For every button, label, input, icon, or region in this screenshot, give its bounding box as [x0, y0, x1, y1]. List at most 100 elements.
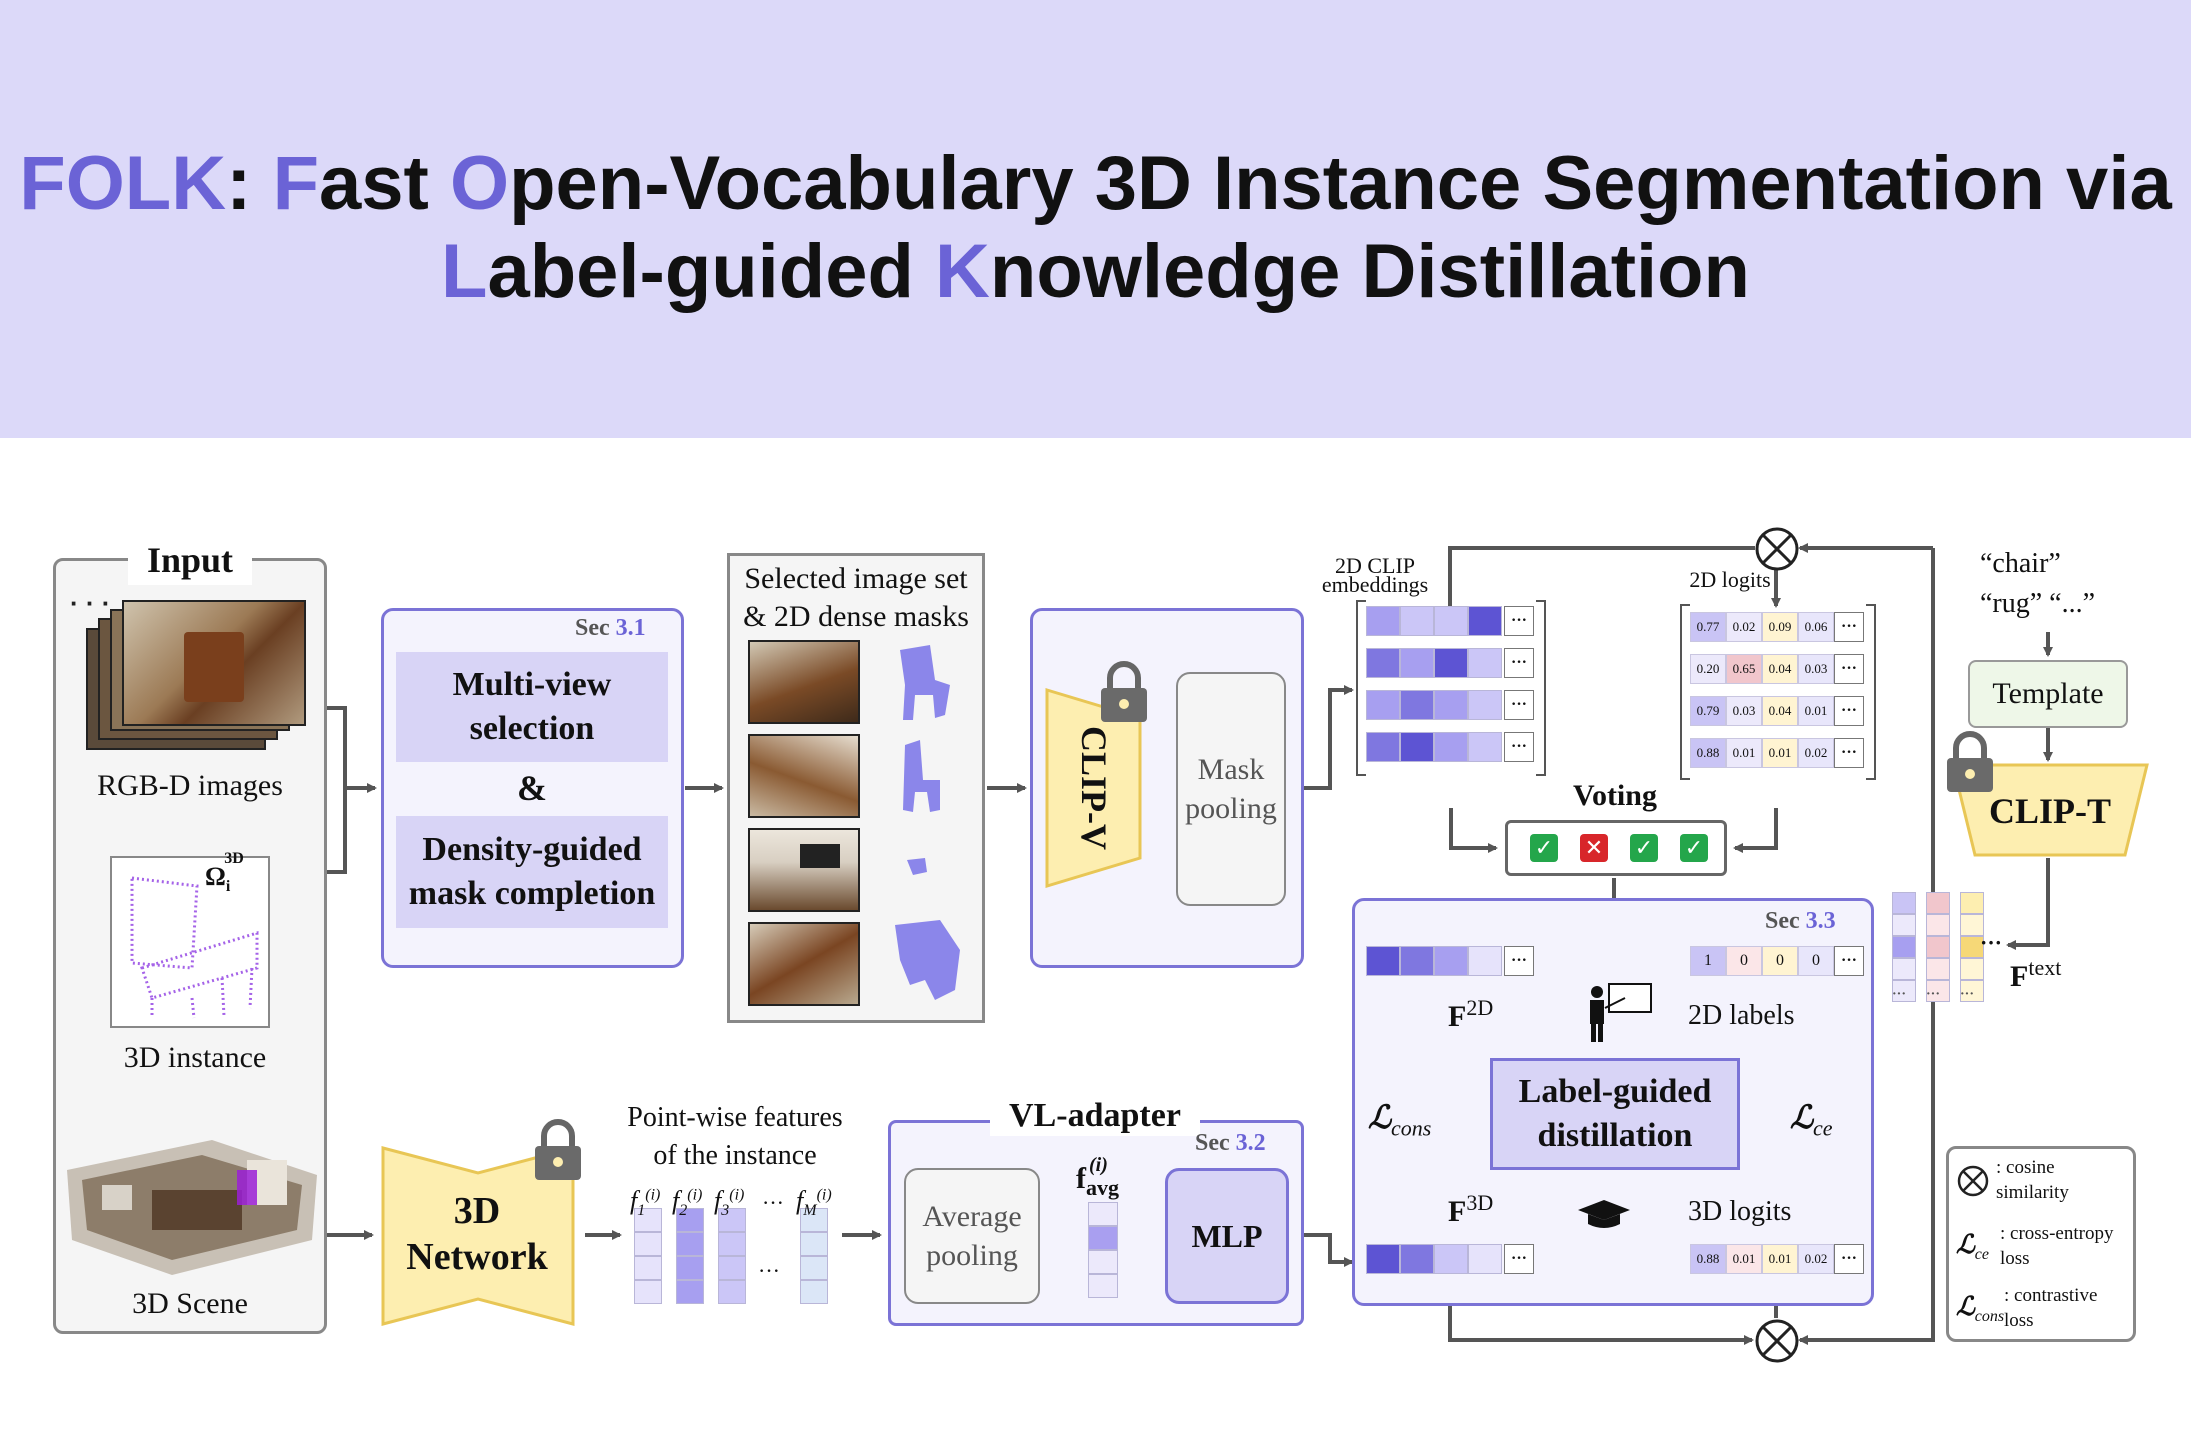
- f2d-cell: [1434, 946, 1468, 976]
- label-cell: 1: [1690, 946, 1726, 976]
- selected-set-title1: Selected image set: [744, 562, 968, 595]
- pointwise-cell: [676, 1256, 704, 1280]
- mask-pooling-box: Mask pooling: [1176, 672, 1286, 906]
- rgbd-images-label: RGB-D images: [97, 769, 283, 802]
- label-cell: 0: [1726, 946, 1762, 976]
- text-feature-cell: [1892, 914, 1916, 936]
- legend-cons: : contrastive loss: [2004, 1285, 2098, 1331]
- text-feature-cell: [1926, 892, 1950, 914]
- logits3d-label: 3D logits: [1688, 1196, 1792, 1227]
- pointwise-cell: [676, 1208, 704, 1232]
- checkmark-icon: ✓: [1680, 834, 1708, 862]
- pointwise-ellipsis-top: ···: [762, 1190, 784, 1215]
- scene-point-cloud: [62, 1130, 322, 1278]
- logit-dots: ···: [1834, 696, 1864, 726]
- paper-title-line1: FOLK: Fast Open-Vocabulary 3D Instance S…: [0, 140, 2191, 227]
- text-feature-cell: [1960, 980, 1984, 1002]
- pointwise-cell: [634, 1256, 662, 1280]
- embedding-cell: [1468, 690, 1502, 720]
- embedding-cell: [1468, 732, 1502, 762]
- text-feature-cell: [1926, 936, 1950, 958]
- lock-icon: [535, 1119, 581, 1180]
- ftext-dots: ···: [1980, 930, 2003, 955]
- logit3d-cell: 0.01: [1726, 1244, 1762, 1274]
- graduation-cap-icon: [1578, 1200, 1630, 1228]
- lock-icon: [1101, 661, 1147, 722]
- f2d-cell: [1400, 946, 1434, 976]
- label-dots: ···: [1834, 946, 1864, 976]
- f3d-dots: ···: [1504, 1244, 1534, 1274]
- pointwise-cell: [800, 1280, 828, 1304]
- embedding-cell: [1434, 732, 1468, 762]
- legend-cons-symbol: ℒcons: [1956, 1292, 2005, 1326]
- pointwise-feature-label: f2(i): [672, 1186, 703, 1220]
- f3d-cell: [1366, 1244, 1400, 1274]
- pointwise-cell: [634, 1208, 662, 1232]
- title-segment: F: [272, 141, 319, 226]
- multiply-circle-icon: [1755, 527, 1799, 571]
- network3d-label: 3D Network: [406, 1190, 548, 1278]
- logit-cell: 0.03: [1798, 654, 1834, 684]
- embedding-cell: [1434, 648, 1468, 678]
- embedding-dots: ···: [1504, 606, 1534, 636]
- logit-cell: 0.01: [1798, 696, 1834, 726]
- bracket-right: [1536, 600, 1546, 776]
- pointwise-feature-label: fM(i): [796, 1186, 832, 1220]
- pointwise-title2: of the instance: [653, 1140, 817, 1171]
- title-segment: FOLK: [19, 141, 227, 226]
- title-segment: K: [935, 229, 990, 314]
- logit-cell: 0.04: [1762, 696, 1798, 726]
- pointwise-cell: [676, 1232, 704, 1256]
- text-feature-cell: [1892, 936, 1916, 958]
- text-feature-cell: [1926, 980, 1950, 1002]
- logit-cell: 0.79: [1690, 696, 1726, 726]
- network3d-encoder: [381, 1146, 575, 1326]
- logit-dots: ···: [1834, 612, 1864, 642]
- title-segment: :: [226, 141, 273, 226]
- sec31-tag: Sec 3.1: [575, 615, 646, 641]
- logit3d-cell: 0.88: [1690, 1244, 1726, 1274]
- label-cell: 0: [1798, 946, 1834, 976]
- embedding-cell: [1468, 606, 1502, 636]
- clipt-encoder: [1951, 763, 2149, 857]
- logit-cell: 0.03: [1726, 696, 1762, 726]
- checkmark-icon: ✓: [1630, 834, 1658, 862]
- text-feature-cell: [1960, 958, 1984, 980]
- f3d-cell: [1434, 1244, 1468, 1274]
- embeddings-label1: 2D CLIP: [1334, 553, 1416, 578]
- embedding-cell: [1366, 648, 1400, 678]
- logit-cell: 0.02: [1798, 738, 1834, 768]
- text-feature-cell: [1926, 958, 1950, 980]
- f3d-cell: [1400, 1244, 1434, 1274]
- legend-ce-symbol: ℒce: [1956, 1230, 1989, 1264]
- ftext-label: Ftext: [2010, 955, 2062, 993]
- pointwise-cell: [718, 1256, 746, 1280]
- pointwise-cell: [676, 1280, 704, 1304]
- pointwise-ellipsis-mid: ···: [758, 1258, 780, 1283]
- pointwise-cell: [800, 1208, 828, 1232]
- f2d-dots: ···: [1504, 946, 1534, 976]
- pointwise-cell: [634, 1280, 662, 1304]
- multiply-circle-icon: [1957, 1165, 1989, 1197]
- instance-point-cloud: [110, 856, 270, 1028]
- embedding-cell: [1400, 648, 1434, 678]
- template-box: Template: [1968, 660, 2128, 728]
- lock-icon: [1947, 731, 1993, 792]
- pointwise-feature-label: f3(i): [714, 1186, 745, 1220]
- logit3d-dots: ···: [1834, 1244, 1864, 1274]
- pointwise-cell: [718, 1208, 746, 1232]
- logit-dots: ···: [1834, 654, 1864, 684]
- logit-cell: 0.01: [1762, 738, 1798, 768]
- bracket-left: [1356, 600, 1366, 776]
- embedding-cell: [1400, 690, 1434, 720]
- legend-ce: : cross-entropy loss: [2000, 1223, 2114, 1269]
- text-feature-cell: [1892, 892, 1916, 914]
- logit-cell: 0.20: [1690, 654, 1726, 684]
- labels2d-label: 2D labels: [1688, 1000, 1795, 1031]
- average-pooling-box: Average pooling: [904, 1168, 1040, 1304]
- sec32-tag: Sec 3.2: [1195, 1130, 1266, 1156]
- title-segment: ast: [319, 141, 450, 226]
- paper-title-line2: Label-guided Knowledge Distillation: [0, 228, 2191, 315]
- text-feature-dots: ···: [1960, 987, 1975, 1002]
- text-feature-cell: [1960, 892, 1984, 914]
